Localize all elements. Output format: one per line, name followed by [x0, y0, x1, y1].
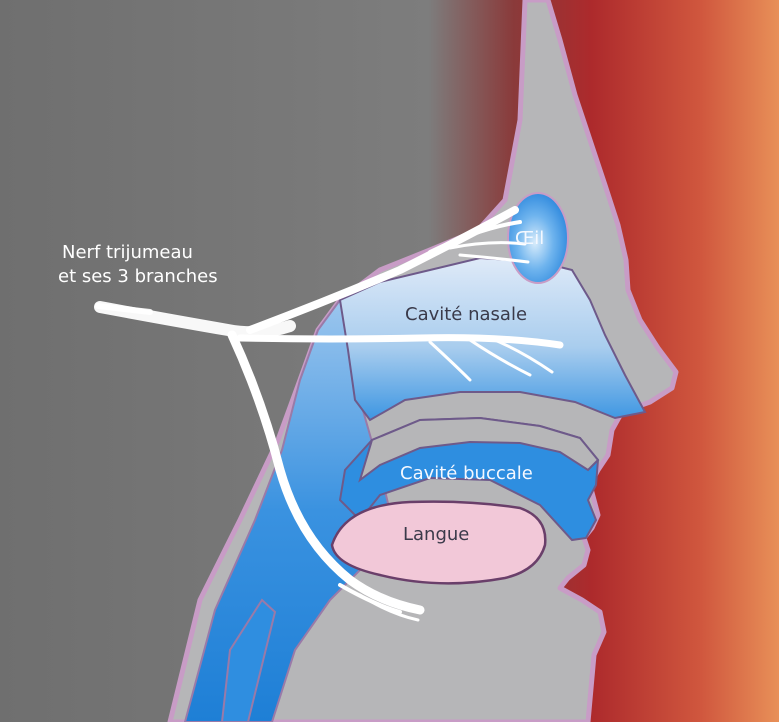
eye-label: Œil — [515, 228, 544, 249]
nerve-label-line1: Nerf trijumeau — [62, 242, 193, 263]
tongue-label: Langue — [403, 524, 469, 545]
nasal-cavity-label: Cavité nasale — [405, 304, 527, 325]
nerve-label-line2: et ses 3 branches — [58, 266, 218, 287]
oral-cavity-label: Cavité buccale — [400, 463, 533, 484]
